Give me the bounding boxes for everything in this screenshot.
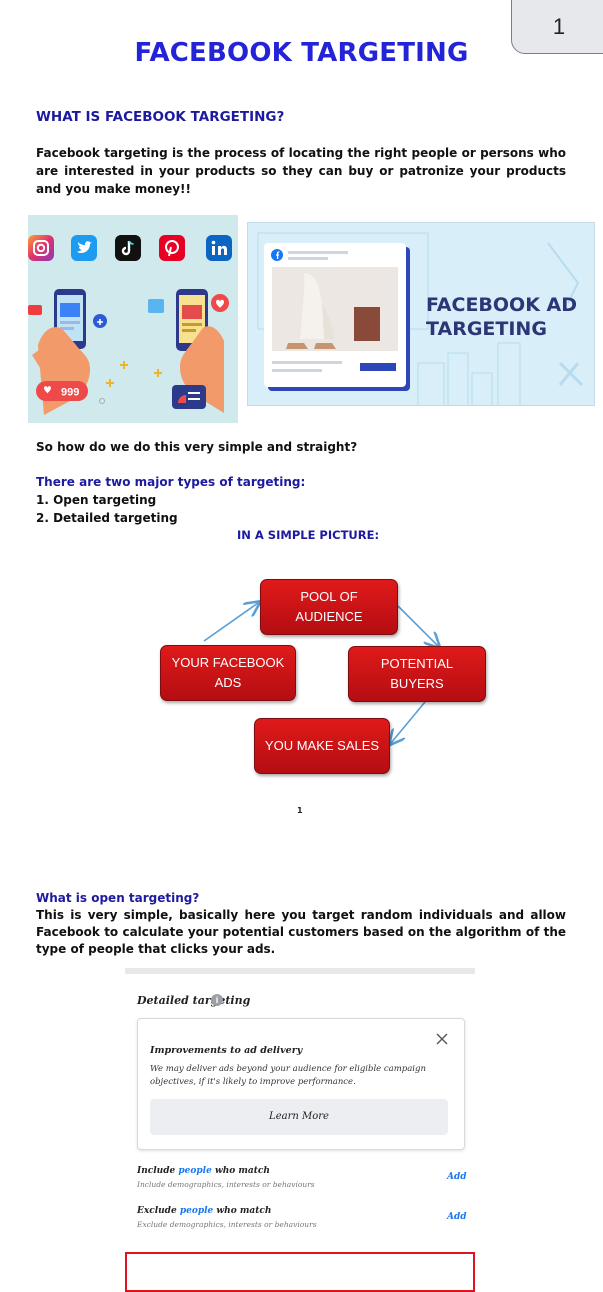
- exclude-label-pre: Exclude: [137, 1206, 180, 1216]
- detailed-targeting-screenshot: Detailed targeting i Improvements to ad …: [125, 968, 475, 1292]
- ads-label-line1: YOUR FACEBOOK: [171, 655, 285, 670]
- type-item-open: 1. Open targeting: [36, 493, 157, 507]
- ads-label-line2: ADS: [214, 675, 242, 690]
- open-targeting-paragraph: This is very simple, basically here you …: [36, 908, 566, 956]
- exclude-hint: Exclude demographics, interests or behav…: [137, 1220, 317, 1229]
- arrow-ads-to-pool: [203, 603, 258, 642]
- include-hint: Include demographics, interests or behav…: [137, 1180, 315, 1189]
- you-make-sales-box: YOU MAKE SALES: [254, 718, 390, 774]
- exclude-add-button[interactable]: Add: [447, 1212, 467, 1222]
- social-media-illustration: 999: [28, 215, 238, 423]
- tiktok-icon: [115, 235, 141, 261]
- card-title: Improvements to ad delivery: [150, 1045, 303, 1056]
- sales-label: YOU MAKE SALES: [264, 738, 380, 753]
- instagram-icon: [28, 235, 54, 261]
- include-label-pre: Include: [137, 1166, 179, 1176]
- phones-hands-drawing: 999: [28, 289, 229, 415]
- detailed-targeting-label: Detailed targeting: [137, 994, 251, 1007]
- pool-of-audience-box: POOL OF AUDIENCE: [260, 579, 398, 635]
- arrow-buyers-to-sales: [391, 701, 426, 743]
- pinterest-icon: [159, 235, 185, 261]
- page-title: FACEBOOK TARGETING: [134, 38, 469, 68]
- cycle-arrows: [203, 560, 603, 760]
- facebook-ad-illustration: FACEBOOK AD TARGETING: [247, 222, 595, 406]
- type-item-detailed: 2. Detailed targeting: [36, 511, 178, 525]
- intro-paragraph: Facebook targeting is the process of loc…: [36, 146, 566, 196]
- exclude-people-link[interactable]: people: [179, 1206, 214, 1216]
- arrow-pool-to-buyers: [397, 605, 438, 646]
- include-label-post: who match: [211, 1166, 270, 1176]
- buyers-label-line1: POTENTIAL: [380, 656, 454, 671]
- ad-title-line1: FACEBOOK AD: [426, 294, 578, 316]
- ad-preview-card: [264, 243, 406, 387]
- card-text: We may deliver ads beyond your audience …: [150, 1064, 426, 1087]
- buyers-label-line2: BUYERS: [390, 676, 444, 691]
- exclude-label: Exclude people who match: [137, 1206, 271, 1216]
- pool-label-line1: POOL OF: [300, 589, 358, 604]
- exclude-label-post: who match: [213, 1206, 272, 1216]
- screenshot-top-bar: [125, 968, 475, 974]
- page-number-badge: 1: [511, 0, 603, 54]
- ad-illustration-title: FACEBOOK AD TARGETING: [426, 293, 577, 341]
- section-heading: WHAT IS FACEBOOK TARGETING?: [36, 109, 285, 125]
- close-icon[interactable]: [436, 1033, 448, 1045]
- types-heading: There are two major types of targeting:: [36, 475, 306, 489]
- like-count: 999: [61, 387, 79, 399]
- linkedin-icon: [206, 235, 232, 261]
- info-icon[interactable]: i: [211, 994, 223, 1006]
- include-people-link[interactable]: people: [178, 1166, 212, 1176]
- learn-more-button[interactable]: Learn More: [150, 1099, 448, 1135]
- question-text: So how do we do this very simple and str…: [36, 440, 358, 454]
- footnote-number: 1: [297, 806, 303, 815]
- include-label: Include people who match: [137, 1166, 270, 1176]
- twitter-icon: [71, 235, 97, 261]
- pool-label-line2: AUDIENCE: [295, 609, 363, 624]
- potential-buyers-box: POTENTIAL BUYERS: [348, 646, 486, 702]
- include-add-button[interactable]: Add: [447, 1172, 467, 1182]
- ad-delivery-card: Improvements to ad delivery We may deliv…: [137, 1018, 465, 1150]
- your-facebook-ads-box: YOUR FACEBOOK ADS: [160, 645, 296, 701]
- ad-title-line2: TARGETING: [426, 318, 547, 340]
- highlight-box: [125, 1252, 475, 1292]
- open-targeting-heading: What is open targeting?: [36, 891, 200, 905]
- picture-heading: IN A SIMPLE PICTURE:: [237, 528, 380, 542]
